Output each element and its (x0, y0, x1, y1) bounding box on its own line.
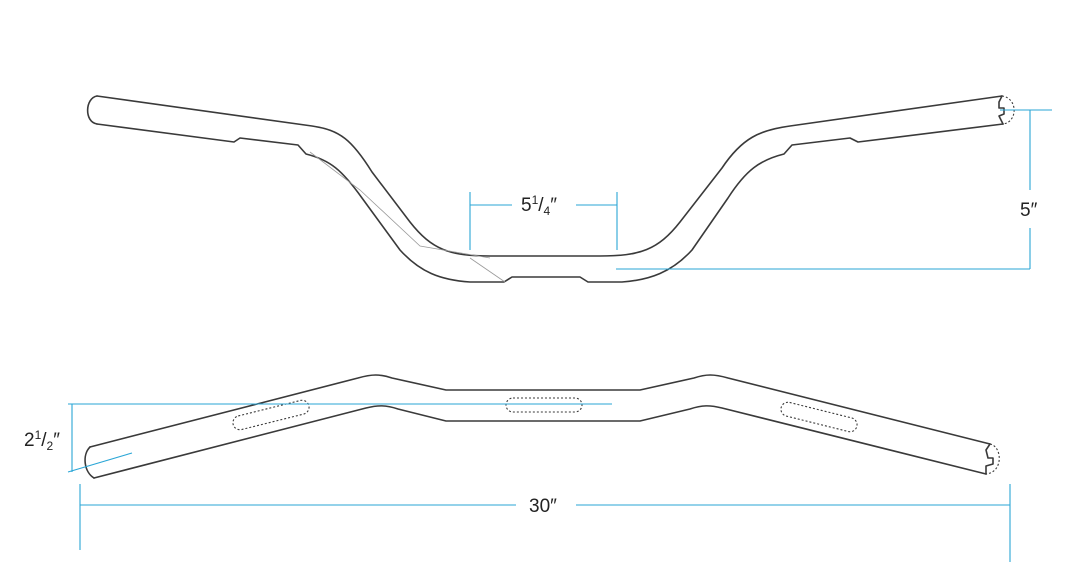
front-view-right-end (998, 95, 1005, 125)
front-view-construction-line (309, 151, 491, 259)
top-view-right-end (985, 443, 994, 475)
top-view-right-end-hidden (985, 443, 1000, 475)
rise-label: 5″ (1020, 200, 1038, 221)
front-view-top-edge (96, 95, 1003, 257)
top-view-right-slot (780, 401, 858, 433)
front-view-left-end (86, 95, 98, 125)
front-view-bottom-edge (96, 123, 1004, 283)
top-view (84, 374, 1000, 479)
top-view-front-edge (93, 405, 987, 479)
top-view-back-edge (89, 374, 991, 448)
top-view-center-slot (505, 397, 583, 413)
top-view-left-end (84, 446, 95, 479)
front-view-construction-line-2 (469, 257, 506, 283)
pullback-label: 21/2″ (24, 428, 60, 453)
overall-width-label: 30″ (529, 496, 557, 517)
center-width-label: 51/4″ (521, 193, 557, 218)
dimensions (67, 109, 1052, 562)
top-view-left-slot (232, 399, 310, 431)
pullback-extension-bottom (67, 452, 133, 473)
front-view (86, 95, 1015, 283)
